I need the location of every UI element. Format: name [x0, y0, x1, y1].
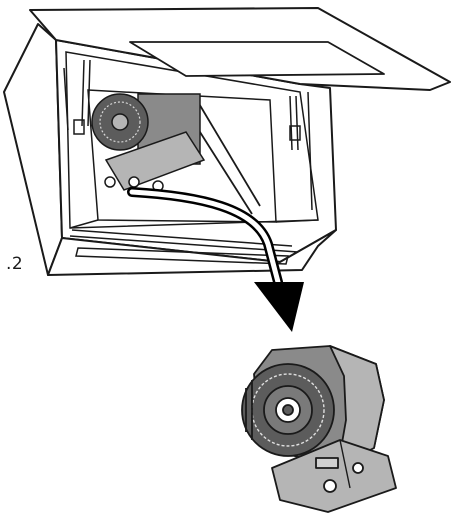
hinge-right — [289, 91, 313, 211]
blower-motor-icon — [241, 345, 397, 513]
hinge-left — [63, 59, 91, 135]
hood-inner-cavity — [65, 51, 319, 229]
arrow-head — [254, 282, 304, 332]
step-label: .2 — [6, 254, 24, 274]
bottom-slot — [69, 229, 299, 265]
hood-left-side — [3, 23, 63, 276]
hood-lid — [29, 7, 451, 91]
motor-installed-mount — [104, 131, 206, 191]
motor-installed — [91, 93, 206, 192]
removal-arrow-icon — [127, 187, 304, 332]
lid-panel-inset — [129, 41, 385, 77]
